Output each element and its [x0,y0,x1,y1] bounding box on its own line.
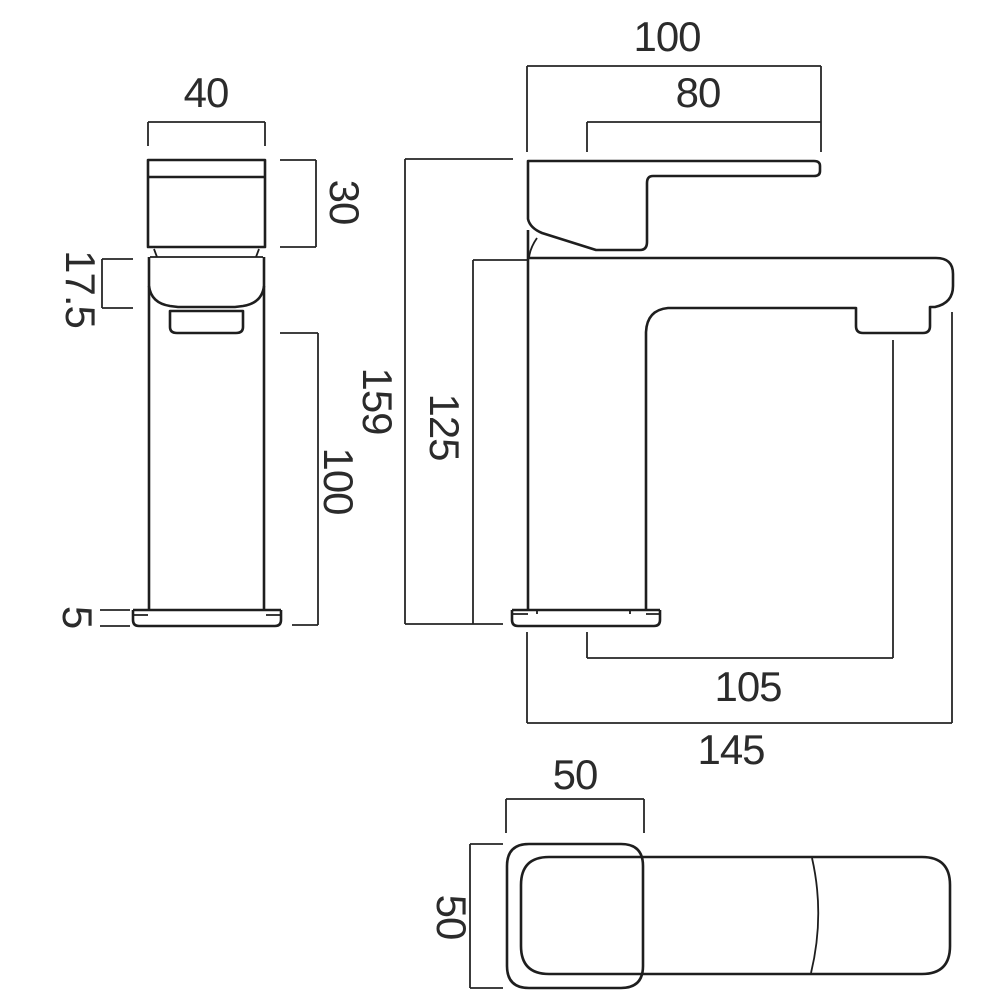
side-base-plate-lip [512,610,660,615]
side-overall-height-label: 159 [354,367,401,435]
front-body-edges [147,257,266,610]
plan-width-dimension-lines [505,798,645,833]
side-lever-grip-dimension-lines [586,121,821,152]
side-overall-projection-label: 145 [697,726,765,773]
plan-base-square [505,842,645,990]
front-body-height-label: 100 [315,447,362,515]
side-spout-reach-label: 105 [714,663,782,710]
side-lever-grip-label: 80 [675,69,722,116]
side-lever-length-label: 100 [633,13,701,60]
side-overall-height-dimension-lines [404,158,513,625]
front-base-thickness-label: 5 [54,605,101,629]
front-width-label: 40 [183,69,230,116]
front-spout-underside [147,285,266,309]
front-base-plate [131,608,283,628]
front-handle-collar [150,248,263,258]
side-view [404,65,955,724]
front-handle-height-label: 30 [321,179,368,225]
side-overall-projection-dimension-lines [526,312,953,724]
side-base-plate [510,608,662,628]
plan-depth-dimension-lines [469,843,503,989]
front-handle-height-dimension-lines [280,159,317,248]
side-lever-fillet [528,237,538,259]
front-view [100,121,319,628]
plan-width-label: 50 [552,751,599,798]
side-spout-height-label: 125 [421,393,468,461]
front-width-dimension-lines [147,121,266,146]
front-body-height-dimension-lines [280,332,319,626]
front-aerator [168,309,245,335]
side-lever-length-dimension-lines [526,65,822,152]
plan-view [469,798,952,990]
front-handle [146,158,267,249]
plan-depth-label: 50 [428,894,475,940]
front-spout-section-dimension-lines [101,258,133,309]
front-base-thickness-dimension-lines [100,609,130,627]
side-spout-height-dimension-lines [472,259,527,624]
side-body-and-spout [528,256,955,610]
front-spout-section-label: 17.5 [57,250,104,328]
side-spout-reach-dimension-lines [586,340,894,659]
plan-lever [519,855,952,976]
plan-lever-tip-divider [810,857,820,974]
side-lever [526,159,822,252]
